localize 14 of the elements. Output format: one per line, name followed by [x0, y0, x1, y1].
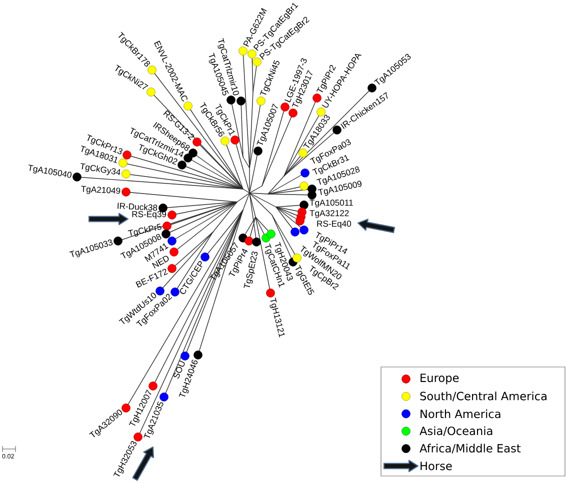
taxon-label: TgA32122 [310, 210, 349, 218]
taxon-label: IR-Duck38 [118, 202, 158, 211]
legend-label: Horse [420, 462, 452, 470]
taxon-label: RS-Eq39 [132, 211, 166, 219]
legend-label: South/Central America [420, 392, 546, 402]
legend-label: Asia/Oceania [420, 426, 492, 436]
legend-label: North America [420, 409, 500, 418]
taxon-label: TgA105011 [310, 200, 353, 208]
taxon-label: TgCkGy34 [80, 163, 120, 176]
taxon-label: TgA105040 [28, 164, 72, 178]
legend-label: Africa/Middle East [420, 444, 521, 454]
taxon-label: TgA21049 [81, 186, 120, 194]
legend-label: Europe [420, 374, 459, 384]
taxon-label: RS-Eq40 [317, 220, 352, 228]
